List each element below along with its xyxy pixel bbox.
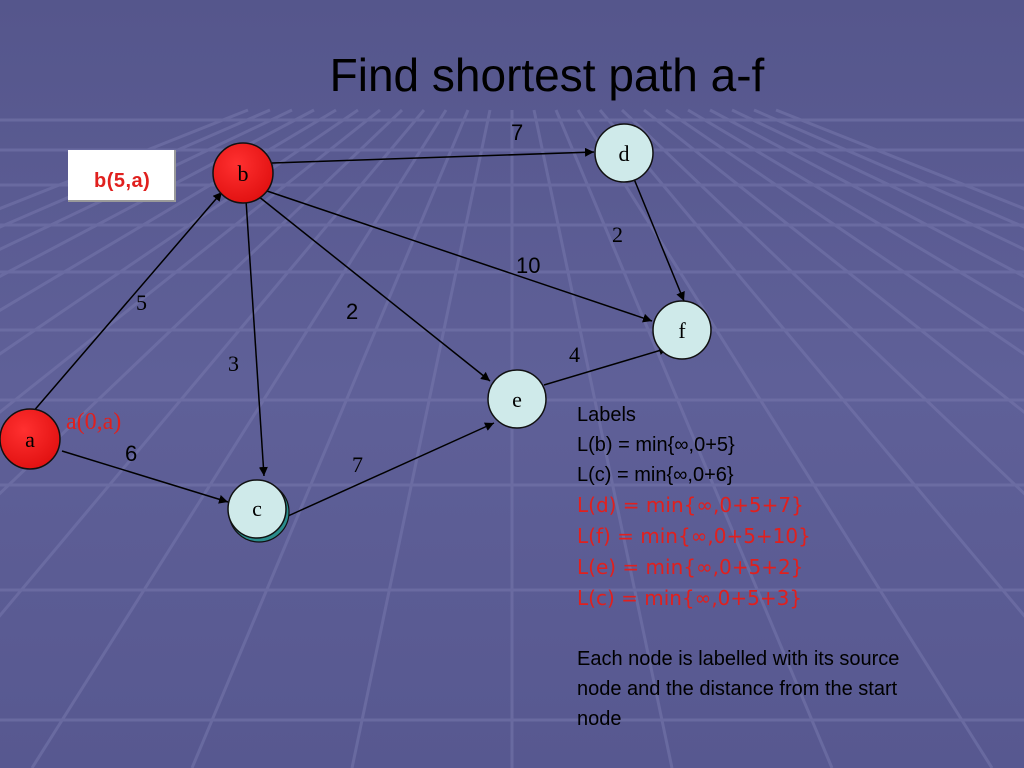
node-e[interactable]: e xyxy=(487,369,547,429)
node-c-label: c xyxy=(252,496,262,521)
node-c[interactable]: c xyxy=(227,479,290,543)
labels-heading: Labels xyxy=(577,404,636,426)
weight-d-f: 2 xyxy=(612,222,623,247)
weight-c-e: 7 xyxy=(352,452,363,477)
start-node-label: a(0,a) xyxy=(66,409,121,435)
label-line-c2: L(c) = min{∞,0+5+3} xyxy=(577,586,803,610)
edge-a-b xyxy=(31,191,223,414)
node-d[interactable]: d xyxy=(594,123,654,183)
edge-b-f xyxy=(263,189,653,323)
edge-b-c xyxy=(245,199,268,477)
weight-a-b: 5 xyxy=(136,290,147,315)
edge-e-f xyxy=(543,346,669,386)
weight-e-f: 4 xyxy=(569,342,580,367)
weight-a-c: 6 xyxy=(125,441,137,466)
label-line-e: L(e) = min{∞,0+5+2} xyxy=(577,555,804,579)
node-f[interactable]: f xyxy=(652,300,712,360)
label-line-f: L(f) = min{∞,0+5+10} xyxy=(577,524,811,548)
callout-box: b(5,a) xyxy=(68,150,176,202)
labels-panel: Labels L(b) = min{∞,0+5} L(c) = min{∞,0+… xyxy=(577,400,1017,734)
weight-b-e: 2 xyxy=(346,299,358,324)
labels-note: Each node is labelled with its source no… xyxy=(577,648,900,730)
edge-d-f xyxy=(631,173,685,302)
weight-b-c: 3 xyxy=(228,351,239,376)
label-line-b: L(b) = min{∞,0+5} xyxy=(577,434,735,456)
node-d-label: d xyxy=(619,141,630,166)
edge-b-e xyxy=(257,195,491,382)
weight-b-d: 7 xyxy=(511,120,523,145)
node-e-label: e xyxy=(512,387,522,412)
node-b-label: b xyxy=(238,161,249,186)
edge-a-c xyxy=(61,450,229,504)
node-a[interactable]: a xyxy=(0,408,61,470)
edge-c-e xyxy=(287,422,495,517)
node-f-label: f xyxy=(678,318,686,343)
node-b[interactable]: b xyxy=(212,142,274,204)
label-line-c: L(c) = min{∞,0+6} xyxy=(577,464,734,486)
callout-label: b(5,a) xyxy=(94,170,151,192)
edge-b-d xyxy=(271,147,595,164)
slide-title: Find shortest path a-f xyxy=(329,49,765,101)
label-line-d: L(d) = min{∞,0+5+7} xyxy=(577,493,804,517)
weight-b-f: 10 xyxy=(516,253,540,278)
node-a-label: a xyxy=(25,427,35,452)
